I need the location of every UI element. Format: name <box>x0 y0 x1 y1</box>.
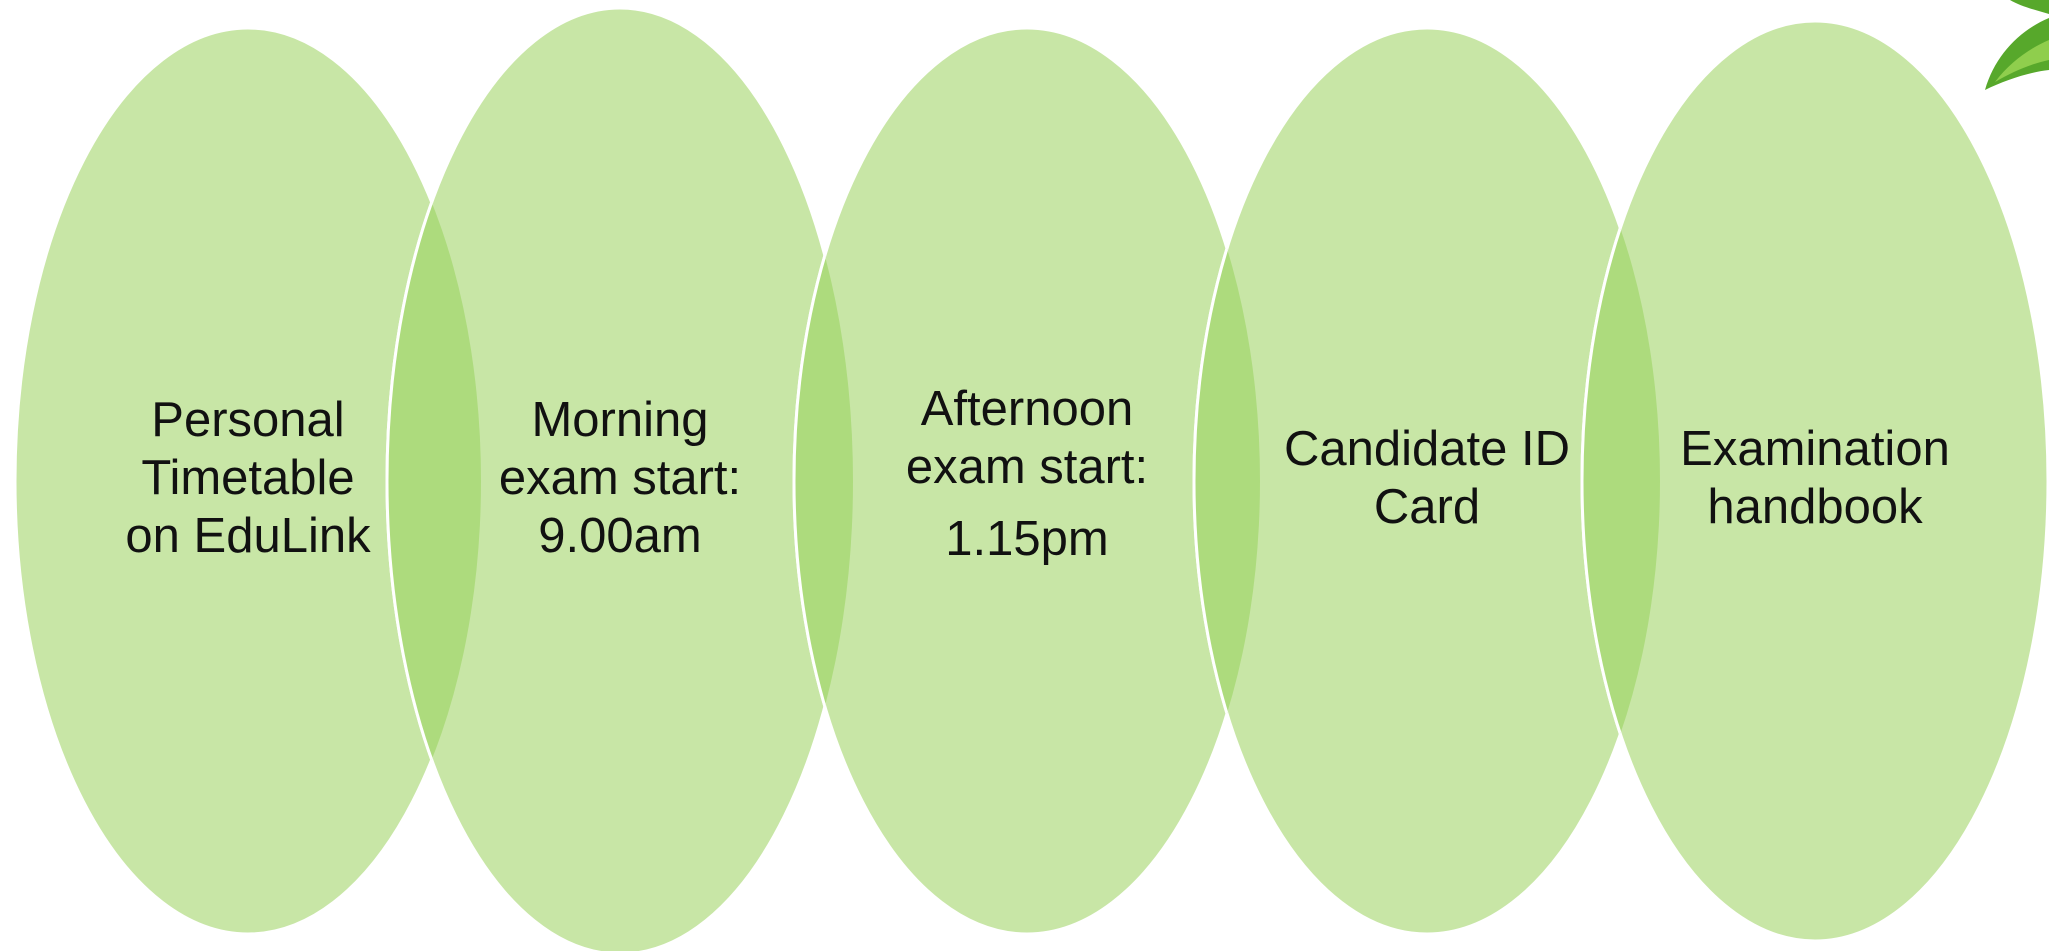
item-1-line-1: Personal <box>151 393 345 447</box>
outline-4 <box>1192 28 1260 934</box>
item-2-line-1: Morning <box>531 393 709 447</box>
item-label-5: Examination handbook <box>1665 420 1965 536</box>
item-1-line-2: Timetable <box>141 451 355 505</box>
item-label-3: Afternoon exam start: 1.15pm <box>877 380 1177 568</box>
item-5-line-1: Examination <box>1680 422 1950 476</box>
outline-3 <box>792 26 853 936</box>
item-3-line-4: 1.15pm <box>945 512 1109 566</box>
item-2-line-3: 9.00am <box>538 509 702 563</box>
outline-5 <box>1580 28 1660 934</box>
outline-2 <box>385 28 481 934</box>
item-label-2: Morning exam start: 9.00am <box>470 391 770 565</box>
item-3-spacer <box>877 496 1177 510</box>
item-4-line-1: Candidate ID <box>1283 422 1570 476</box>
item-3-line-2: exam start: <box>905 440 1149 494</box>
item-3-line-1: Afternoon <box>920 382 1134 436</box>
item-4-line-2: Card <box>1373 480 1481 534</box>
item-1-line-3: on EduLink <box>125 509 371 563</box>
item-2-line-2: exam start: <box>498 451 742 505</box>
item-5-line-2: handbook <box>1707 480 1923 534</box>
leaf-icon <box>1985 0 2049 90</box>
item-label-4: Candidate ID Card <box>1277 420 1577 536</box>
item-label-1: Personal Timetable on EduLink <box>98 391 398 565</box>
